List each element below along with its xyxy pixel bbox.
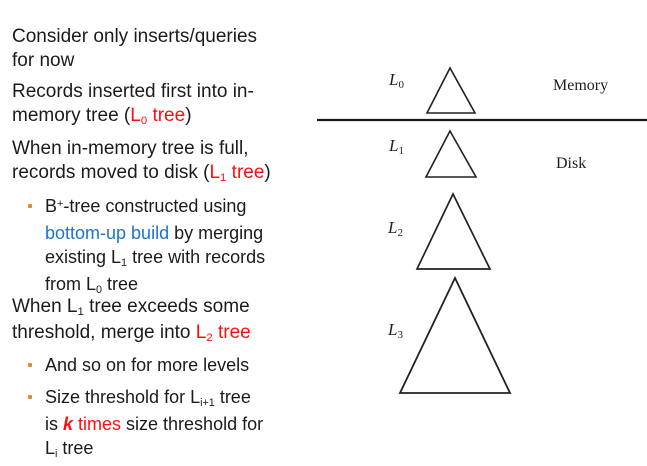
- level-2-letter: L: [388, 218, 398, 237]
- text-segment: tree with records from L: [45, 247, 266, 294]
- paragraph-2: Records inserted first into in- memory t…: [12, 80, 334, 130]
- text-segment: by merging existing L: [45, 223, 264, 267]
- memory-label: Memory: [553, 77, 609, 94]
- text-segment: 0: [140, 114, 148, 127]
- bullet-dot-icon: [28, 395, 32, 399]
- text-segment: tree exceeds some threshold, merge into: [12, 296, 250, 343]
- text-segment: tree: [212, 322, 251, 343]
- bullet-dot-icon: [28, 204, 32, 208]
- text-segment: Records inserted first into in- memory t…: [12, 81, 254, 126]
- text-segment: L: [209, 162, 221, 183]
- text-segment: When in-memory tree is full, records mov…: [12, 138, 249, 183]
- level-0-label: L0: [389, 70, 404, 91]
- level-1-label: L1: [389, 136, 404, 157]
- level-1-subscript: 1: [398, 145, 404, 157]
- text-segment: ): [185, 105, 192, 126]
- text-segment: tree: [57, 438, 94, 458]
- text-segment: Size threshold for L: [45, 387, 201, 407]
- text-segment: ): [264, 162, 271, 183]
- text-segment: L: [130, 105, 141, 126]
- level-1-letter: L: [389, 136, 399, 155]
- level-3-letter: L: [388, 320, 398, 339]
- text-segment: tree: [147, 105, 186, 126]
- text-segment: tree: [226, 162, 265, 183]
- text-segment: tree: [102, 274, 139, 294]
- text-segment: +: [57, 197, 64, 210]
- text-segment: B: [45, 196, 58, 216]
- lsm-tree-levels-graphic: [317, 66, 647, 394]
- text-segment: L: [195, 322, 207, 343]
- level-3-triangle: [398, 275, 512, 394]
- text-segment: When L: [12, 296, 78, 317]
- paragraph-1: Consider only inserts/queries for now: [12, 25, 334, 73]
- text-segment: i+1: [200, 396, 215, 409]
- text-segment: 0: [96, 283, 103, 296]
- text-segment: 1: [220, 171, 227, 184]
- text-segment: size threshold for L: [45, 414, 264, 458]
- paragraph-4: B+-tree constructed using bottom-up buil…: [28, 194, 333, 299]
- disk-label: Disk: [556, 155, 587, 172]
- text-segment: 1: [77, 305, 84, 318]
- paragraph-7: Size threshold for Li+1 tree is k times …: [28, 385, 333, 463]
- paragraph-6: And so on for more levels: [28, 353, 333, 377]
- level-2-subscript: 2: [397, 227, 403, 239]
- level-2-label: L2: [388, 218, 403, 239]
- paragraph-3: When in-memory tree is full, records mov…: [12, 137, 334, 187]
- level-0-subscript: 0: [398, 79, 404, 91]
- text-segment: Consider only inserts/queries for now: [12, 26, 258, 71]
- text-segment: 2: [206, 331, 213, 344]
- paragraph-5: When L1 tree exceeds some threshold, mer…: [12, 295, 334, 347]
- text-segment: -tree constructed using: [63, 196, 247, 216]
- text-segment: bottom-up build: [45, 223, 170, 243]
- level-3-subscript: 3: [397, 329, 403, 341]
- text-segment: k: [63, 414, 74, 434]
- text-segment: times: [73, 414, 122, 434]
- level-3-label: L3: [388, 320, 403, 341]
- bullet-dot-icon: [28, 363, 32, 367]
- text-segment: And so on for more levels: [45, 355, 250, 375]
- text-segment: 1: [121, 256, 128, 269]
- level-1-triangle: [424, 129, 478, 178]
- level-0-triangle: [425, 66, 477, 114]
- text-segment: i: [55, 447, 58, 460]
- text-segment: tree is: [45, 387, 251, 434]
- level-0-letter: L: [389, 70, 399, 89]
- level-2-triangle: [415, 192, 492, 270]
